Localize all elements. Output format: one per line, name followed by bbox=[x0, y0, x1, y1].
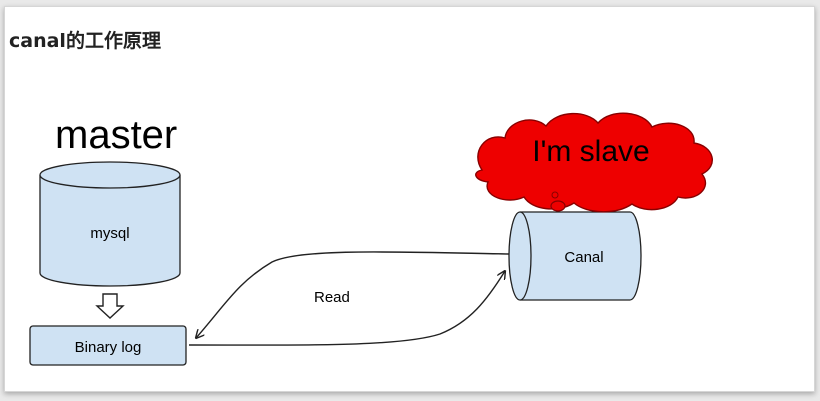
read-arrow bbox=[188, 271, 505, 346]
binary-log-label: Binary log bbox=[75, 339, 142, 356]
mysql-database-icon bbox=[39, 161, 181, 287]
page-title: canal的工作原理 bbox=[9, 30, 161, 52]
master-label: master bbox=[55, 113, 177, 157]
mysql-label: mysql bbox=[90, 225, 129, 242]
canal-label: Canal bbox=[564, 249, 603, 266]
read-label: Read bbox=[314, 289, 350, 306]
binary-log-box bbox=[29, 325, 187, 366]
request-arrow bbox=[196, 251, 510, 338]
down-arrow-icon bbox=[95, 293, 125, 319]
thought-bubble-icon bbox=[475, 112, 713, 213]
bubble-label: I'm slave bbox=[532, 135, 649, 168]
canal-cylinder-icon bbox=[508, 211, 642, 301]
